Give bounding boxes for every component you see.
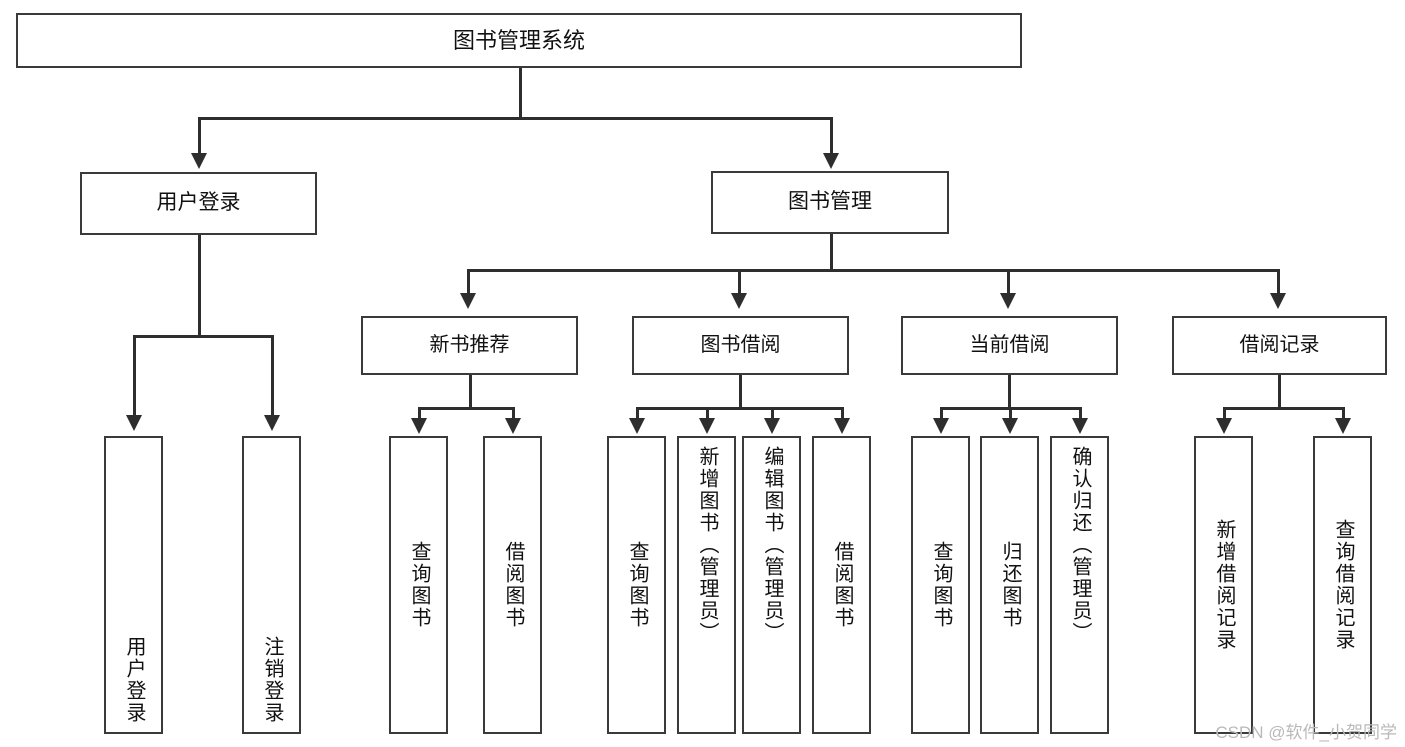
connector-book-borrow-trunk: [739, 375, 742, 408]
leaf-label: 归还图书: [999, 541, 1021, 629]
node-label: 借阅记录: [1239, 333, 1320, 356]
arrow-root-to-user-login: [191, 153, 207, 169]
arrow-new-book-to-leaf-2: [505, 418, 521, 434]
leaf-query-borrow-record[interactable]: 查询借阅记录: [1313, 436, 1372, 734]
node-label: 新书推荐: [429, 333, 510, 356]
arrow-bm-to-borrow-record: [1270, 293, 1286, 309]
leaf-borrow-book-recommend[interactable]: 借阅图书: [483, 436, 542, 734]
leaf-label: 用户登录: [123, 636, 145, 724]
connector-borrow-record-trunk: [1278, 375, 1281, 408]
node-book-management[interactable]: 图书管理: [711, 171, 949, 234]
arrow-bb-to-leaf-4: [834, 418, 850, 434]
leaf-label: 注销登录: [261, 636, 283, 724]
connector-user-login-to-leaf-1: [133, 335, 136, 417]
connector-bm-to-borrow-record: [1277, 269, 1280, 295]
arrow-bb-to-leaf-2: [699, 418, 715, 434]
connector-user-login-trunk: [198, 235, 201, 336]
connector-root-to-user-login: [198, 117, 201, 155]
connector-root-to-book-management: [830, 117, 833, 155]
leaf-label: 编辑图书（管理员）: [761, 446, 783, 644]
node-user-login[interactable]: 用户登录: [80, 172, 317, 235]
connector-cb-to-leaf-1: [940, 407, 943, 420]
connector-book-management-bus: [467, 269, 1279, 272]
connector-book-borrow-bus: [636, 407, 842, 410]
leaf-label: 查询图书: [930, 541, 952, 629]
arrow-br-to-leaf-1: [1216, 418, 1232, 434]
connector-bb-to-leaf-1: [636, 407, 639, 420]
connector-bm-to-new-book: [467, 269, 470, 295]
connector-cb-to-leaf-2: [1009, 407, 1012, 420]
arrow-root-to-book-management: [823, 153, 839, 169]
arrow-bm-to-book-borrow: [731, 293, 747, 309]
arrow-cb-to-leaf-3: [1072, 418, 1088, 434]
arrow-bm-to-new-book: [460, 293, 476, 309]
leaf-query-book-borrow[interactable]: 查询图书: [607, 436, 666, 734]
node-current-borrow[interactable]: 当前借阅: [901, 316, 1118, 375]
node-label: 图书借阅: [700, 333, 781, 356]
leaf-query-book-recommend[interactable]: 查询图书: [389, 436, 448, 734]
connector-book-management-trunk: [830, 234, 833, 270]
leaf-add-borrow-record[interactable]: 新增借阅记录: [1194, 436, 1253, 734]
leaf-label: 查询借阅记录: [1332, 519, 1354, 651]
leaf-confirm-return-admin[interactable]: 确认归还（管理员）: [1050, 436, 1109, 734]
connector-br-to-leaf-1: [1223, 407, 1226, 420]
arrow-cb-to-leaf-2: [1002, 418, 1018, 434]
node-label: 用户登录: [156, 191, 241, 215]
leaf-label: 借阅图书: [831, 541, 853, 629]
arrow-bm-to-current-borrow: [1000, 293, 1016, 309]
connector-root-bus: [198, 117, 832, 120]
connector-current-borrow-trunk: [1008, 375, 1011, 408]
leaf-query-book-current[interactable]: 查询图书: [911, 436, 970, 734]
node-book-borrow[interactable]: 图书借阅: [632, 316, 849, 375]
connector-user-login-to-leaf-2: [271, 335, 274, 417]
arrow-br-to-leaf-2: [1335, 418, 1351, 434]
connector-cb-to-leaf-3: [1079, 407, 1082, 420]
arrow-cb-to-leaf-1: [933, 418, 949, 434]
leaf-label: 新增借阅记录: [1213, 519, 1235, 651]
connector-new-book-to-leaf-2: [512, 407, 515, 420]
node-root-book-management-system[interactable]: 图书管理系统: [16, 13, 1022, 68]
connector-bb-to-leaf-3: [771, 407, 774, 420]
leaf-label: 新增图书（管理员）: [696, 446, 718, 644]
connector-new-book-bus: [418, 407, 513, 410]
leaf-label: 借阅图书: [502, 541, 524, 629]
connector-bb-to-leaf-4: [841, 407, 844, 420]
arrow-user-login-to-leaf-2: [264, 415, 280, 431]
leaf-label: 查询图书: [408, 541, 430, 629]
node-label: 当前借阅: [969, 333, 1050, 356]
leaf-label: 确认归还（管理员）: [1069, 446, 1091, 644]
connector-bm-to-current-borrow: [1007, 269, 1010, 295]
arrow-new-book-to-leaf-1: [411, 418, 427, 434]
node-label: 图书管理: [788, 190, 872, 214]
connector-bb-to-leaf-2: [706, 407, 709, 420]
leaf-edit-book-admin[interactable]: 编辑图书（管理员）: [742, 436, 801, 734]
connector-bm-to-book-borrow: [738, 269, 741, 295]
leaf-logout[interactable]: 注销登录: [242, 436, 301, 734]
connector-new-book-trunk: [469, 375, 472, 408]
leaf-add-book-admin[interactable]: 新增图书（管理员）: [677, 436, 736, 734]
connector-borrow-record-bus: [1223, 407, 1343, 410]
arrow-bb-to-leaf-1: [629, 418, 645, 434]
connector-user-login-bus: [133, 335, 272, 338]
arrow-user-login-to-leaf-1: [126, 415, 142, 431]
leaf-borrow-book[interactable]: 借阅图书: [812, 436, 871, 734]
connector-new-book-to-leaf-1: [418, 407, 421, 420]
node-new-book-recommend[interactable]: 新书推荐: [361, 316, 578, 375]
leaf-label: 查询图书: [626, 541, 648, 629]
arrow-bb-to-leaf-3: [764, 418, 780, 434]
connector-br-to-leaf-2: [1342, 407, 1345, 420]
node-label: 图书管理系统: [452, 27, 585, 53]
leaf-return-book[interactable]: 归还图书: [980, 436, 1039, 734]
leaf-user-login[interactable]: 用户登录: [104, 436, 163, 734]
connector-root-trunk: [519, 68, 522, 118]
node-borrow-record[interactable]: 借阅记录: [1172, 316, 1387, 375]
